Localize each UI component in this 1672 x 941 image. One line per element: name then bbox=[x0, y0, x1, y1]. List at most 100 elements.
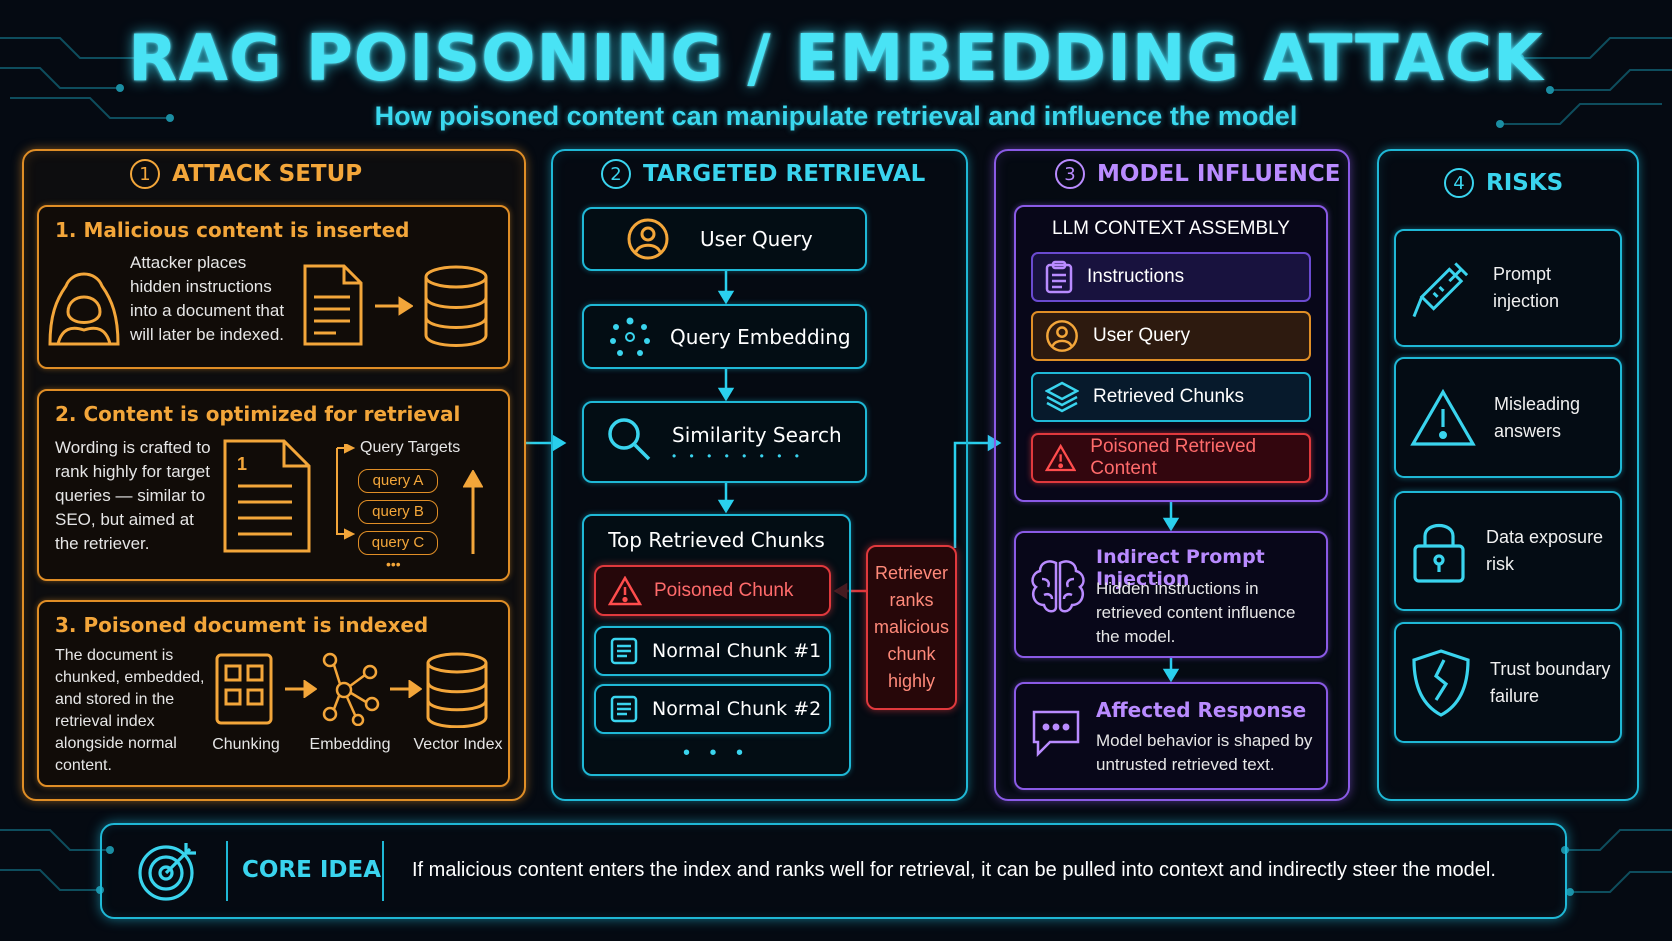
risk-prompt-injection: Prompt injection bbox=[1394, 229, 1622, 347]
step1-title: 1. Malicious content is inserted bbox=[55, 218, 410, 242]
risk-label: Data exposure risk bbox=[1486, 527, 1604, 574]
query-targets-label: Query Targets bbox=[360, 439, 461, 456]
attack-setup-heading: 1 ATTACK SETUP bbox=[130, 159, 362, 189]
layers-icon bbox=[1045, 381, 1079, 413]
numbered-document-icon bbox=[222, 438, 312, 554]
step-number: 3 bbox=[1055, 159, 1085, 189]
brain-icon bbox=[1031, 560, 1085, 613]
indirect-injection-text: Hidden instructions in retrieved content… bbox=[1096, 579, 1296, 646]
user-query-node: User Query bbox=[582, 207, 867, 271]
vector-index-label: Vector Index bbox=[413, 736, 503, 753]
context-instructions: Instructions bbox=[1031, 252, 1311, 302]
user-icon bbox=[627, 218, 669, 260]
query-target-a: query A bbox=[358, 469, 438, 493]
step3-text: The document is chunked, embedded, and s… bbox=[55, 647, 205, 774]
heading-text: RISKS bbox=[1486, 170, 1564, 196]
ranker-note-box: Retriever ranks malicious chunk highly bbox=[866, 545, 957, 710]
model-influence-panel bbox=[994, 149, 1350, 801]
arrow-right-icon bbox=[283, 680, 317, 698]
embedding-network-icon bbox=[320, 650, 380, 726]
rank-up-arrow-icon bbox=[463, 470, 483, 556]
user-icon bbox=[1046, 320, 1078, 352]
text-lines-icon bbox=[610, 695, 638, 723]
more-targets: ••• bbox=[386, 556, 401, 572]
retrieved-chunks-label: Retrieved Chunks bbox=[1093, 386, 1245, 407]
broken-shield-icon bbox=[1412, 648, 1470, 717]
query-embedding-label: Query Embedding bbox=[670, 324, 851, 349]
main-title: RAG POISONING / EMBEDDING ATTACK bbox=[128, 22, 1544, 96]
indirect-injection-title: Indirect Prompt Injection bbox=[1096, 546, 1265, 590]
arrow-right-icon bbox=[373, 296, 413, 316]
user-query-label: User Query bbox=[700, 227, 813, 251]
core-idea-banner: CORE IDEA If malicious content enters th… bbox=[100, 823, 1567, 919]
more-chunks: • • • bbox=[682, 742, 751, 764]
poisoned-chunk: Poisoned Chunk bbox=[594, 565, 831, 616]
poisoned-content-label: Poisoned Retrieved Content bbox=[1090, 436, 1257, 479]
normal-chunk-2-label: Normal Chunk #2 bbox=[652, 698, 822, 720]
step3-card bbox=[37, 600, 510, 787]
divider bbox=[226, 841, 228, 901]
step1-text: Attacker places hidden instructions into… bbox=[130, 253, 285, 344]
query-embedding-node: Query Embedding bbox=[582, 304, 867, 369]
risk-trust-boundary: Trust boundary failure bbox=[1394, 622, 1622, 743]
embedding-label: Embedding bbox=[309, 736, 391, 753]
indirect-injection-box: Indirect Prompt Injection Hidden instruc… bbox=[1014, 531, 1328, 658]
heading-text: TARGETED RETRIEVAL bbox=[643, 161, 926, 187]
context-retrieved-chunks: Retrieved Chunks bbox=[1031, 372, 1311, 422]
search-progress-dots: • • • • • • • • bbox=[672, 449, 804, 463]
clipboard-icon bbox=[1045, 260, 1073, 294]
normal-chunk-2: Normal Chunk #2 bbox=[594, 684, 831, 734]
target-icon bbox=[138, 843, 196, 901]
affected-response-box: Affected Response Model behavior is shap… bbox=[1014, 682, 1328, 790]
affected-response-text: Model behavior is shaped by untrusted re… bbox=[1096, 731, 1313, 774]
chat-bubble-icon bbox=[1032, 710, 1080, 758]
lock-icon bbox=[1413, 523, 1465, 583]
step-number: 2 bbox=[601, 159, 631, 189]
ranker-note-text: Retriever ranks malicious chunk highly bbox=[873, 563, 950, 691]
similarity-search-label: Similarity Search bbox=[672, 423, 842, 447]
core-idea-label: CORE IDEA bbox=[242, 857, 382, 883]
embedding-dots-icon bbox=[610, 317, 650, 356]
context-poisoned-content: Poisoned Retrieved Content bbox=[1031, 433, 1311, 483]
affected-response-title: Affected Response bbox=[1096, 698, 1307, 722]
top-chunks-title: Top Retrieved Chunks bbox=[608, 528, 825, 552]
normal-chunk-1-label: Normal Chunk #1 bbox=[652, 640, 822, 662]
heading-text: MODEL INFLUENCE bbox=[1097, 161, 1341, 187]
step2-text: Wording is crafted to rank highly for ta… bbox=[55, 438, 211, 553]
step3-title: 3. Poisoned document is indexed bbox=[55, 613, 429, 637]
user-query-label: User Query bbox=[1093, 325, 1191, 346]
risks-panel bbox=[1377, 149, 1639, 801]
normal-chunk-1: Normal Chunk #1 bbox=[594, 626, 831, 676]
database-icon bbox=[423, 265, 489, 347]
text-lines-icon bbox=[610, 637, 638, 665]
risk-label: Misleading answers bbox=[1494, 393, 1581, 441]
heading-text: ATTACK SETUP bbox=[172, 161, 363, 187]
step2-title: 2. Content is optimized for retrieval bbox=[55, 402, 461, 426]
risk-misleading-answers: Misleading answers bbox=[1394, 357, 1622, 478]
vector-index-icon bbox=[425, 652, 489, 728]
bracket-arrows-icon bbox=[327, 444, 355, 540]
subtitle: How poisoned content can manipulate retr… bbox=[374, 101, 1298, 131]
step-number: 1 bbox=[130, 159, 160, 189]
search-icon bbox=[608, 418, 651, 461]
syringe-icon bbox=[1412, 262, 1469, 318]
context-assembly-title: LLM CONTEXT ASSEMBLY bbox=[1052, 218, 1290, 239]
document-number: 1 bbox=[237, 454, 248, 474]
risk-data-exposure: Data exposure risk bbox=[1394, 491, 1622, 611]
instructions-label: Instructions bbox=[1087, 266, 1185, 287]
chunking-icon bbox=[214, 652, 274, 726]
risk-label: Trust boundary failure bbox=[1490, 658, 1611, 706]
similarity-search-node: Similarity Search • • • • • • • • bbox=[582, 401, 867, 483]
step-number: 4 bbox=[1444, 168, 1474, 198]
query-target-b: query B bbox=[358, 500, 438, 524]
warning-icon bbox=[1410, 388, 1476, 446]
model-influence-heading: 3 MODEL INFLUENCE bbox=[1055, 159, 1341, 189]
document-icon bbox=[302, 263, 364, 347]
risks-heading: 4 RISKS bbox=[1444, 168, 1563, 198]
query-target-c: query C bbox=[358, 531, 438, 555]
core-idea-text: If malicious content enters the index an… bbox=[412, 859, 1496, 881]
targeted-retrieval-heading: 2 TARGETED RETRIEVAL bbox=[601, 159, 925, 189]
warning-icon bbox=[1045, 443, 1077, 472]
poisoned-chunk-label: Poisoned Chunk bbox=[654, 579, 794, 601]
